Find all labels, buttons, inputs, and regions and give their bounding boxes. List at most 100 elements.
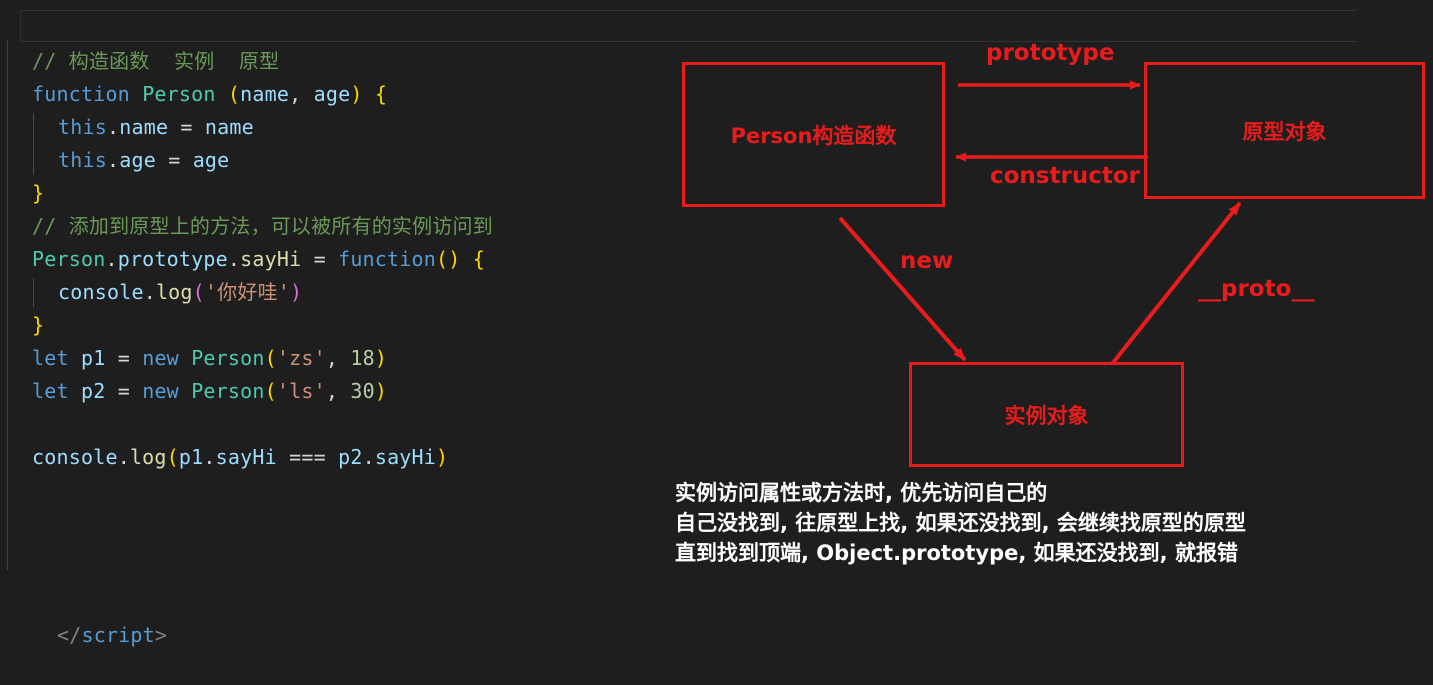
code-token: [363, 82, 375, 106]
code-token: [461, 247, 473, 271]
editor-top-bar: [20, 10, 1356, 42]
code-token: sayHi: [374, 445, 437, 469]
code-token: 18: [350, 346, 375, 370]
code-line: Person.prototype.sayHi = function() {: [32, 243, 485, 276]
code-line: }: [32, 309, 44, 342]
code-line: console.log('你好哇'): [58, 276, 302, 309]
constructor-box: Person构造函数: [682, 62, 945, 207]
indent-guide: [33, 113, 34, 175]
code-token: age: [313, 82, 351, 106]
code-token: // 添加到原型上的方法，可以被所有的实例访问到: [32, 214, 493, 238]
code-token: Person: [191, 346, 265, 370]
code-token: 'ls': [276, 379, 326, 403]
code-token: (: [166, 445, 179, 469]
code-line: console.log(p1.sayHi === p2.sayHi): [32, 441, 448, 474]
code-token: name: [240, 82, 290, 106]
code-token: p2: [338, 445, 363, 469]
instance-box: 实例对象: [909, 362, 1184, 467]
code-token: 30: [350, 379, 375, 403]
code-token: age: [119, 148, 156, 172]
code-token: this: [58, 148, 107, 172]
code-token: (: [264, 346, 277, 370]
code-token: ,: [289, 82, 314, 106]
code-token: p2: [80, 379, 106, 403]
code-token: .: [105, 247, 118, 271]
code-token: log: [155, 280, 193, 304]
code-line: let p1 = new Person('zs', 18): [32, 342, 387, 375]
code-token: name: [119, 115, 169, 139]
code-token: prototype: [117, 247, 228, 271]
code-token: 'zs': [276, 346, 326, 370]
code-token: .: [117, 445, 130, 469]
tag-close-bracket: >: [154, 623, 168, 647]
tag-name: script: [81, 623, 155, 647]
code-token: =: [301, 247, 339, 271]
code-token: =: [105, 379, 143, 403]
code-token: ): [374, 346, 388, 370]
code-token: name: [204, 115, 254, 139]
code-token: =: [168, 115, 205, 139]
code-line: let p2 = new Person('ls', 30): [32, 375, 387, 408]
code-token: new: [142, 379, 179, 403]
code-line: this.name = name: [58, 111, 254, 144]
code-token: ): [350, 82, 363, 106]
code-token: (): [436, 247, 461, 271]
code-token: (: [227, 82, 241, 106]
code-token: (: [192, 280, 205, 304]
editor-left-rule: [7, 40, 8, 570]
indent-guide: [33, 278, 34, 307]
code-token: log: [129, 445, 167, 469]
code-token: }: [32, 181, 45, 205]
code-token: {: [374, 82, 388, 106]
proto-arrow-label: __proto__: [1198, 276, 1315, 302]
code-token: sayHi: [240, 247, 302, 271]
code-token: [130, 82, 142, 106]
code-token: ===: [276, 445, 339, 469]
code-token: .: [227, 247, 241, 271]
prototype-box-label: 原型对象: [1242, 119, 1327, 144]
tag-open-bracket: </: [56, 623, 82, 647]
note-line: 实例访问属性或方法时, 优先访问自己的: [675, 481, 1048, 505]
constructor-box-label: Person构造函数: [730, 123, 897, 148]
code-token: Person: [32, 247, 106, 271]
code-line: function Person (name, age) {: [32, 78, 387, 111]
explanation-note: 实例访问属性或方法时, 优先访问自己的 自己没找到, 往原型上找, 如果还没找到…: [675, 478, 1246, 568]
closing-script-tag: </script>: [8, 586, 167, 685]
code-line: [32, 408, 44, 441]
code-line: // 添加到原型上的方法，可以被所有的实例访问到: [32, 210, 493, 243]
code-token: ,: [325, 346, 351, 370]
code-token: }: [32, 313, 45, 337]
code-token: .: [106, 115, 120, 139]
note-line: 自己没找到, 往原型上找, 如果还没找到, 会继续找原型的原型: [675, 511, 1246, 535]
code-token: [179, 346, 191, 370]
code-token: ): [290, 280, 303, 304]
code-token: .: [106, 148, 120, 172]
prototype-diagram: Person构造函数 原型对象 实例对象 prototype construct…: [660, 0, 1433, 615]
code-line: this.age = age: [58, 144, 229, 177]
code-token: function: [338, 247, 437, 271]
code-token: [216, 82, 228, 106]
code-token: let: [32, 379, 69, 403]
code-token: Person: [142, 82, 216, 106]
constructor-arrow-label: constructor: [990, 163, 1140, 189]
code-token: this: [58, 115, 107, 139]
code-token: age: [192, 148, 230, 172]
code-token: p1: [178, 445, 204, 469]
code-token: console: [32, 445, 118, 469]
code-token: // 构造函数 实例 原型: [32, 49, 280, 73]
code-token: let: [32, 346, 69, 370]
code-token: .: [362, 445, 375, 469]
code-token: console: [58, 280, 144, 304]
code-token: [179, 379, 191, 403]
code-token: .: [203, 445, 216, 469]
new-arrow: [838, 216, 967, 362]
code-token: =: [105, 346, 143, 370]
code-token: [69, 379, 81, 403]
code-token: (: [264, 379, 277, 403]
code-token: {: [472, 247, 485, 271]
code-token: sayHi: [215, 445, 277, 469]
instance-box-label: 实例对象: [1004, 403, 1089, 428]
code-token: =: [155, 148, 193, 172]
code-token: '你好哇': [204, 280, 291, 304]
